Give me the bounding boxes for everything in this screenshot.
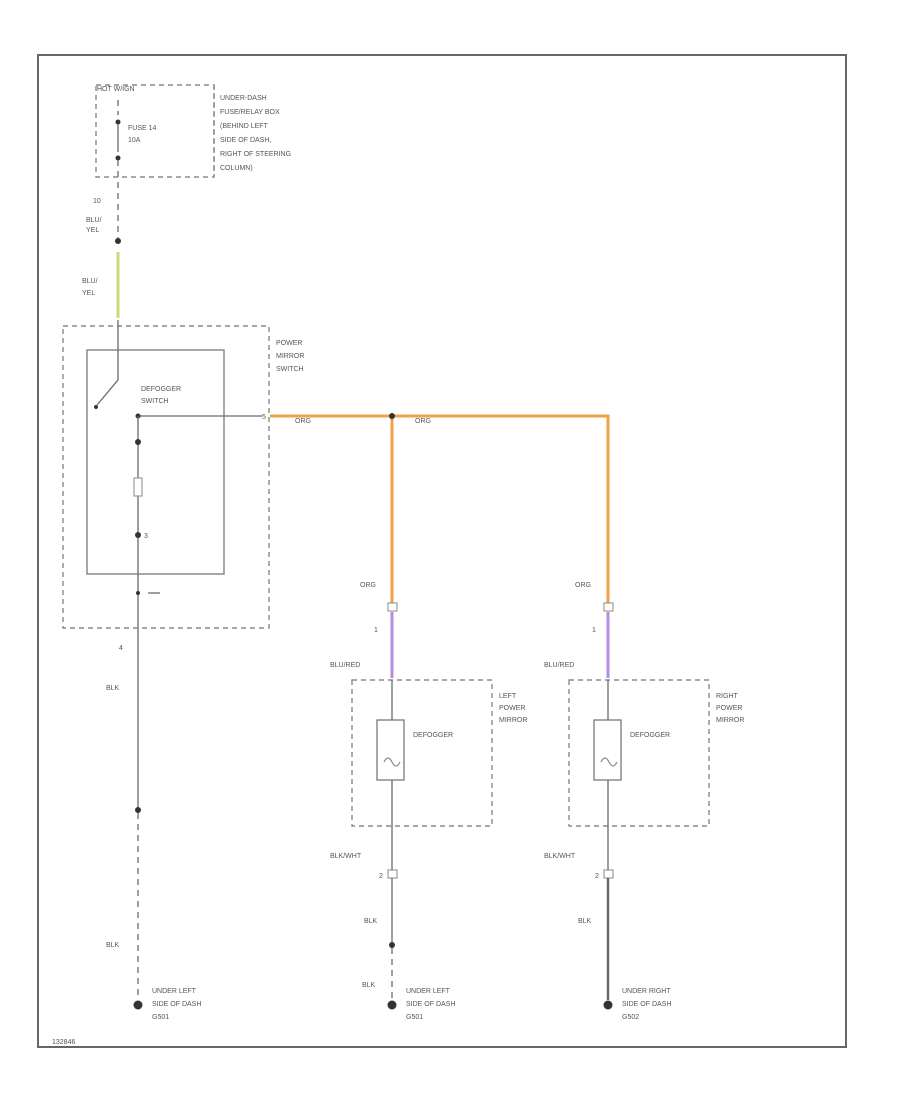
defogger-switch-label-2: SWITCH	[141, 398, 169, 405]
blk-left-splice-dot	[389, 942, 395, 948]
ground-symbol-2	[387, 1000, 397, 1010]
left-gnd-connector	[387, 869, 398, 879]
indicator-dot-1	[135, 439, 141, 445]
right-mirror-label-2: POWER	[716, 705, 742, 712]
pin-top-label: 10	[93, 198, 101, 205]
left-defogger-element	[376, 719, 405, 781]
fuse-box-text-1: UNDER-DASH	[220, 95, 267, 102]
blk-wht-right-label: BLK/WHT	[544, 853, 576, 860]
switch-contact	[96, 379, 119, 406]
fuse-box-text-2: FUSE/RELAY BOX	[220, 109, 280, 116]
fuse-terminal-top	[115, 119, 121, 125]
pin-left-2-label: 2	[379, 873, 383, 880]
org-wire-main	[270, 414, 610, 605]
hot-label: HOT W/IGN	[97, 86, 135, 93]
blu-yel-label-1a: BLU/	[86, 217, 102, 224]
blk-label-2: BLK	[106, 942, 120, 949]
power-mirror-switch-label-2: MIRROR	[276, 353, 304, 360]
blk-left-label-2: BLK	[362, 982, 376, 989]
right-gnd-connector	[603, 869, 614, 879]
figure-id: 132846	[52, 1039, 75, 1046]
org-right-label: ORG	[575, 582, 591, 589]
power-mirror-switch-label-3: SWITCH	[276, 366, 304, 373]
ground-2-label-3: G501	[406, 1014, 423, 1021]
org-label-1: ORG	[295, 418, 311, 425]
fuse-label: FUSE 14	[128, 125, 157, 132]
ground-1-label-2: SIDE OF DASH	[152, 1001, 201, 1008]
ground-3-label-1: UNDER RIGHT	[622, 988, 671, 995]
pin-switch-out-label: 5	[262, 414, 266, 421]
pin-switch-gnd-label: 4	[119, 645, 123, 652]
left-power-mirror-outline	[351, 679, 493, 827]
blu-red-left-label: BLU/RED	[330, 662, 360, 669]
right-power-mirror-outline	[568, 679, 710, 827]
org-label-2: ORG	[415, 418, 431, 425]
right-mirror-label-1: RIGHT	[716, 693, 739, 700]
right-defogger-element	[593, 719, 622, 781]
ground-1-label-1: UNDER LEFT	[152, 988, 197, 995]
org-splice-dot	[389, 413, 395, 419]
blu-yel-label-2a: BLU/	[82, 278, 98, 285]
blk-right-label: BLK	[578, 918, 592, 925]
blu-yel-label-1b: YEL	[86, 227, 99, 234]
left-connector	[387, 602, 398, 612]
ground-2-label-1: UNDER LEFT	[406, 988, 451, 995]
ground-1-label-3: G501	[152, 1014, 169, 1021]
defogger-left-label: DEFOGGER	[413, 732, 453, 739]
power-mirror-switch-label-1: POWER	[276, 340, 302, 347]
switch-contact-pivot	[94, 405, 98, 409]
fuse-terminal-bottom	[115, 155, 121, 161]
blu-yel-label-2b: YEL	[82, 290, 95, 297]
indicator-dot-2	[135, 532, 141, 538]
ground-arrow-dot	[136, 591, 140, 595]
blk-left-label-1: BLK	[364, 918, 378, 925]
left-mirror-label-1: LEFT	[499, 693, 517, 700]
fuse-box-text-4: SIDE OF DASH,	[220, 137, 271, 144]
right-connector	[603, 602, 614, 612]
defogger-right-label: DEFOGGER	[630, 732, 670, 739]
ground-symbol-1	[133, 1000, 143, 1010]
pin-right-2-label: 2	[595, 873, 599, 880]
blk-wht-left-label: BLK/WHT	[330, 853, 362, 860]
fuse-box-text-3: (BEHIND LEFT	[220, 123, 269, 130]
fuse-box-text-5: RIGHT OF STEERING	[220, 151, 291, 158]
ground-3-label-2: SIDE OF DASH	[622, 1001, 671, 1008]
right-heater-icon	[600, 757, 618, 767]
right-mirror-label-3: MIRROR	[716, 717, 744, 724]
splice-dot-top	[115, 238, 121, 244]
ground-3-label-3: G502	[622, 1014, 639, 1021]
blk-splice-dot	[135, 807, 141, 813]
left-heater-icon	[383, 757, 401, 767]
defogger-switch-label-1: DEFOGGER	[141, 386, 181, 393]
left-mirror-label-2: POWER	[499, 705, 525, 712]
indicator-mark: 3	[144, 533, 148, 540]
pin-left-1-label: 1	[374, 627, 378, 634]
left-mirror-label-3: MIRROR	[499, 717, 527, 724]
ground-symbol-3	[603, 1000, 613, 1010]
indicator-led	[133, 477, 143, 497]
defogger-switch-box	[86, 349, 225, 575]
fuse-rating-label: 10A	[128, 137, 141, 144]
diagram-frame	[37, 54, 847, 1048]
power-mirror-switch-outline	[62, 325, 270, 629]
ground-2-label-2: SIDE OF DASH	[406, 1001, 455, 1008]
org-left-label: ORG	[360, 582, 376, 589]
pin-right-1-label: 1	[592, 627, 596, 634]
blk-label-1: BLK	[106, 685, 120, 692]
blu-red-right-label: BLU/RED	[544, 662, 574, 669]
fuse-box-text-6: COLUMN)	[220, 165, 253, 172]
